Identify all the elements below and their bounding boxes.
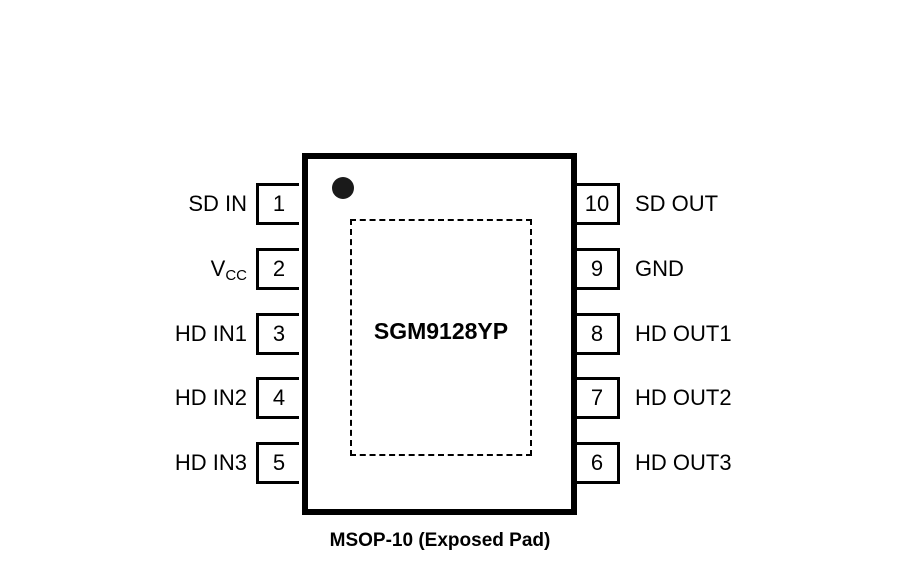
pin-8-label: HD OUT1 xyxy=(635,321,732,346)
pin-9: 9 xyxy=(577,248,620,290)
pin-8: 8 xyxy=(577,313,620,355)
pin-2: 2 xyxy=(256,248,299,290)
pin-4: 4 xyxy=(256,377,299,419)
pin-5: 5 xyxy=(256,442,299,484)
pin-3-label: HD IN1 xyxy=(174,321,247,346)
pin-5-label: HD IN3 xyxy=(174,450,247,475)
pin-6: 6 xyxy=(577,442,620,484)
pin1-indicator-dot xyxy=(332,177,354,199)
pin-10: 10 xyxy=(577,183,620,225)
pin-1: 1 xyxy=(256,183,299,225)
pin-2-label-subscript: CC xyxy=(225,267,247,284)
pin-7: 7 xyxy=(577,377,620,419)
pin-1-label: SD IN xyxy=(188,191,247,216)
pin-2-label-main: V xyxy=(210,256,226,281)
pin-3: 3 xyxy=(256,313,299,355)
part-number-label: SGM9128YP xyxy=(373,318,509,344)
exposed-pad-outline xyxy=(350,219,532,456)
pin-4-label: HD IN2 xyxy=(174,385,247,410)
pin-2-label: VCC xyxy=(107,248,247,290)
package-caption: MSOP-10 (Exposed Pad) xyxy=(329,530,551,551)
pin-9-label: GND xyxy=(635,256,684,281)
pin-6-label: HD OUT3 xyxy=(635,450,732,475)
pin-7-label: HD OUT2 xyxy=(635,385,732,410)
pin-10-label: SD OUT xyxy=(635,191,719,216)
